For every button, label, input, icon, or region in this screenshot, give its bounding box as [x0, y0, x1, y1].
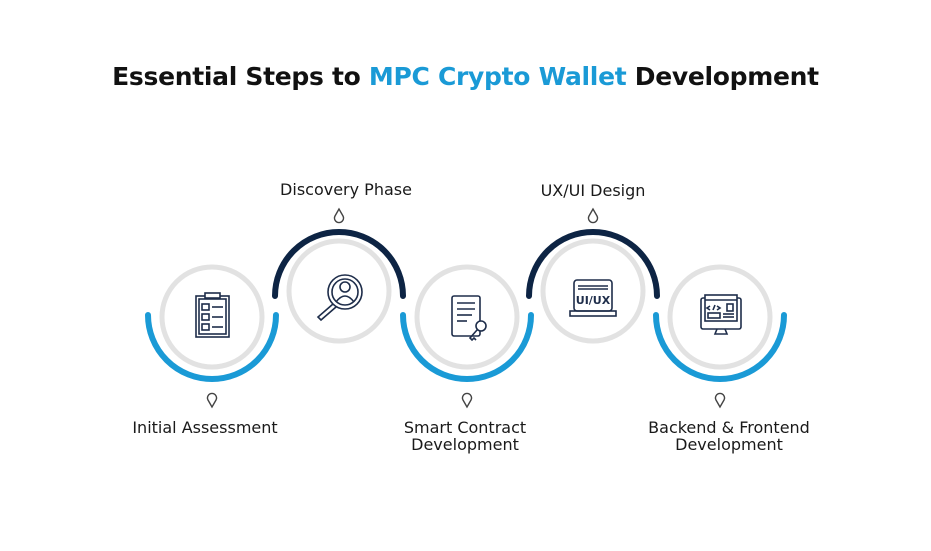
- step-ring: [540, 238, 646, 344]
- pin-marker-icon: [587, 207, 599, 224]
- step-label-initial-assessment: Initial Assessment: [132, 418, 278, 437]
- bottom-arc: [400, 312, 534, 382]
- pin-marker-icon: [461, 392, 473, 409]
- document-key-icon: [451, 295, 487, 342]
- monitor-code-icon: [700, 294, 742, 335]
- magnifier-user-icon: [316, 274, 363, 322]
- title-part1: Essential Steps to: [112, 62, 369, 91]
- bottom-arc: [653, 312, 787, 382]
- pin-marker-icon: [206, 392, 218, 409]
- top-arc: [526, 229, 660, 299]
- step-label-uxui-design: UX/UI Design: [540, 181, 646, 200]
- step-ring: [414, 264, 520, 370]
- page-title: Essential Steps to MPC Crypto Wallet Dev…: [0, 62, 931, 91]
- pin-marker-icon: [714, 392, 726, 409]
- step-label-backend-frontend: Backend & Frontend Development: [648, 418, 810, 454]
- uiux-icon-text: UI/UX: [576, 294, 611, 307]
- step-label-discovery-phase: Discovery Phase: [280, 180, 412, 199]
- title-part2: Development: [626, 62, 819, 91]
- bottom-arc: [145, 312, 279, 382]
- top-arc: [272, 229, 406, 299]
- title-highlight: MPC Crypto Wallet: [368, 62, 627, 91]
- step-ring: [286, 238, 392, 344]
- laptop-uiux-icon: UI/UX: [569, 279, 617, 317]
- step-label-smart-contract: Smart Contract Development: [403, 418, 527, 454]
- checklist-icon: [195, 292, 230, 338]
- pin-marker-icon: [333, 207, 345, 224]
